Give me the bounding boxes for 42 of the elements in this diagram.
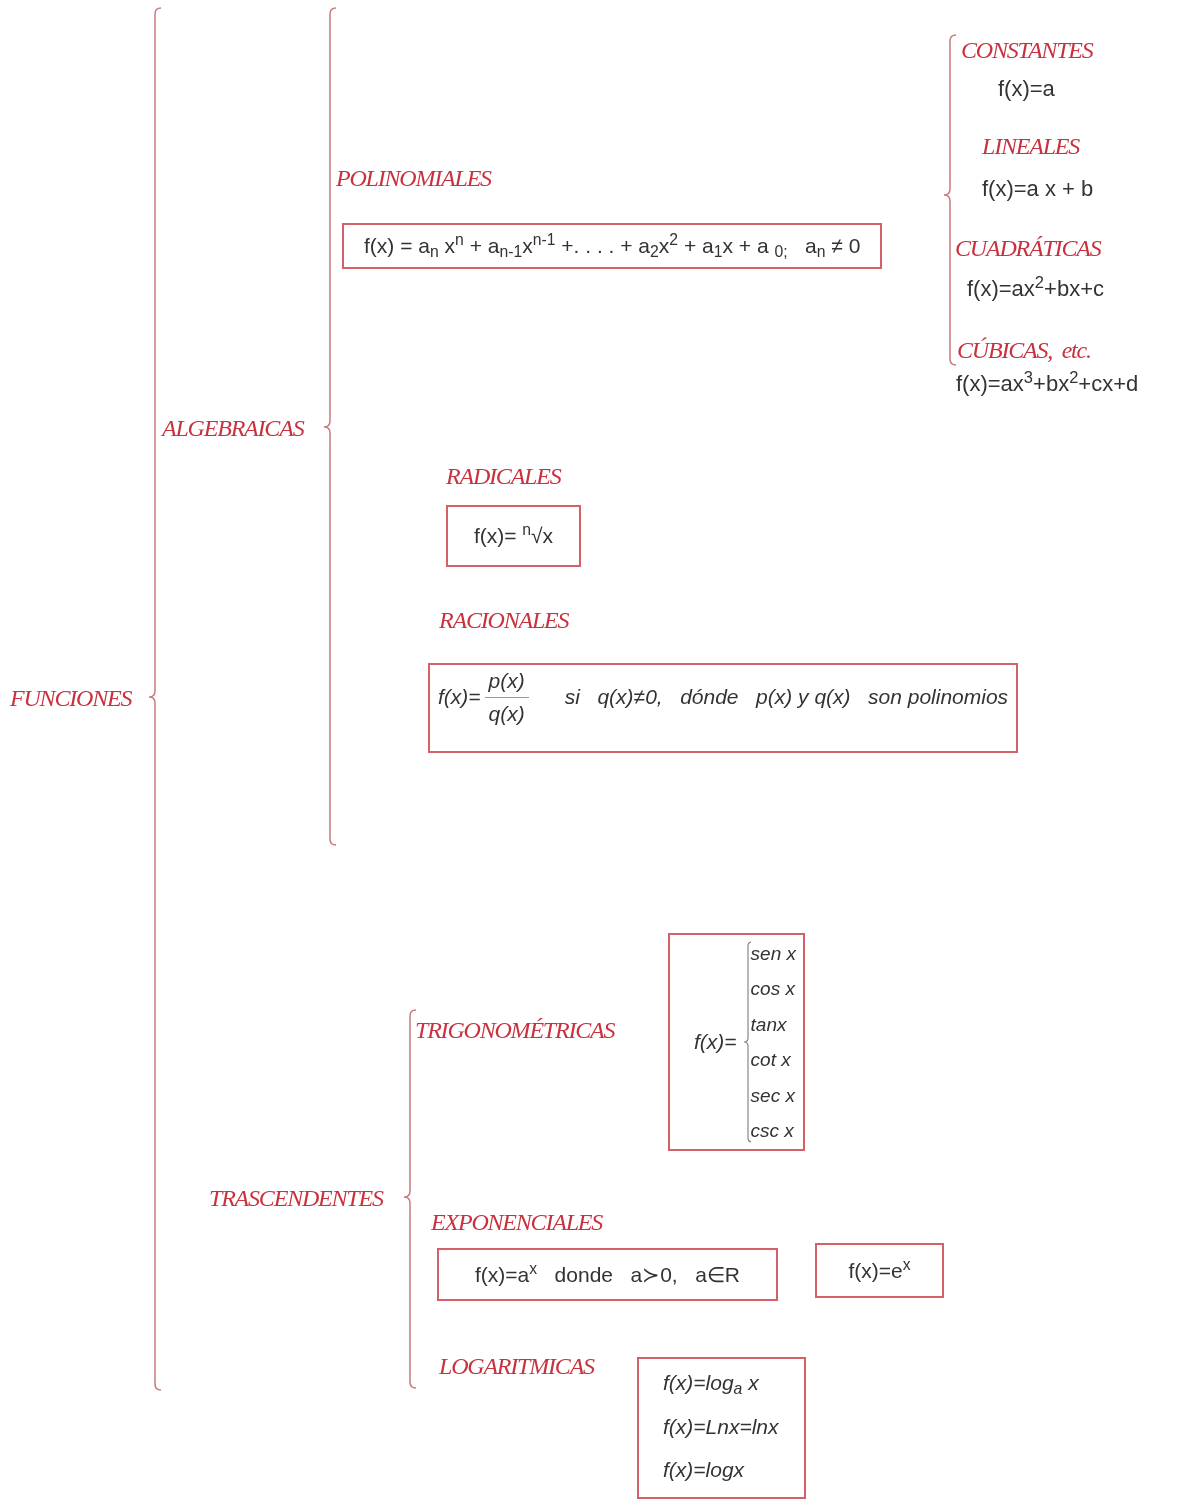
formula-text: f(x)= xyxy=(438,684,481,711)
fraction-numerator: p(x) xyxy=(484,665,529,698)
category-heading: LINEALES xyxy=(982,132,1080,161)
formula-box xyxy=(637,1357,806,1499)
formula-text: f(x)= xyxy=(694,1029,737,1056)
category-heading: LOGARITMICAS xyxy=(439,1352,594,1381)
category-heading: FUNCIONES xyxy=(10,684,132,713)
formula-text: f(x) = a$_{n}$ x$^{n}$ + a$_{n-1}$x$^{n-1}$ +. . . . + a$_{2}$x$^{2}$ + a$_{1}$x + a $_{0;}$ a$_{n}$ ≠ 0 xyxy=(364,230,861,262)
category-heading: ALGEBRAICAS xyxy=(162,414,304,443)
formula-text: f(x)=ax$^{2}$+bx+c xyxy=(967,272,1104,303)
category-heading: TRIGONOMÉTRICAS xyxy=(415,1016,615,1045)
formula-text: sec x xyxy=(750,1085,796,1105)
formula-text: f(x)=a xyxy=(998,75,1055,103)
category-heading: CUADRÁTICAS xyxy=(955,234,1101,263)
formula-text: si q(x)≠0, dónde p(x) y q(x) son polinomios xyxy=(564,684,1009,711)
formula-box xyxy=(815,1243,944,1298)
formula-text: sen x xyxy=(750,944,796,963)
formula-box xyxy=(446,505,581,567)
category-heading: RACIONALES xyxy=(439,606,569,635)
formula-box xyxy=(668,933,805,1151)
category-heading: EXPONENCIALES xyxy=(431,1208,603,1237)
category-heading: CÚBICAS, etc. xyxy=(957,336,1091,365)
formula-box xyxy=(342,223,883,269)
formula-text: f(x)=logx xyxy=(663,1457,746,1483)
formula-text: f(x)=e$^{x}$ xyxy=(848,1254,911,1284)
formula-text: f(x)=log$_{a}$ x xyxy=(663,1370,760,1399)
formula-box xyxy=(428,663,1019,753)
formula-text: f(x)=Lnx=lnx xyxy=(663,1413,780,1440)
formula-text: f(x)= $^{n}$√x xyxy=(473,520,554,550)
formula-text: cot x xyxy=(750,1050,792,1070)
category-heading: CONSTANTES xyxy=(961,36,1093,65)
formula-box xyxy=(437,1248,778,1301)
formula-text: tanx xyxy=(750,1014,788,1034)
formula-text: f(x)=a$^{x}$ donde a≻0, a∈R xyxy=(474,1258,741,1288)
formula-text: f(x)=a x + b xyxy=(982,175,1094,203)
formula-text: csc x xyxy=(750,1120,795,1140)
fraction-denominator: q(x) xyxy=(487,700,526,727)
category-heading: TRASCENDENTES xyxy=(209,1184,383,1213)
formula-text: cos x xyxy=(750,979,796,999)
formula-text: f(x)=ax$^{3}$+bx$^{2}$+cx+d xyxy=(956,367,1139,398)
category-heading: POLINOMIALES xyxy=(336,164,491,193)
category-heading: RADICALES xyxy=(446,462,561,491)
